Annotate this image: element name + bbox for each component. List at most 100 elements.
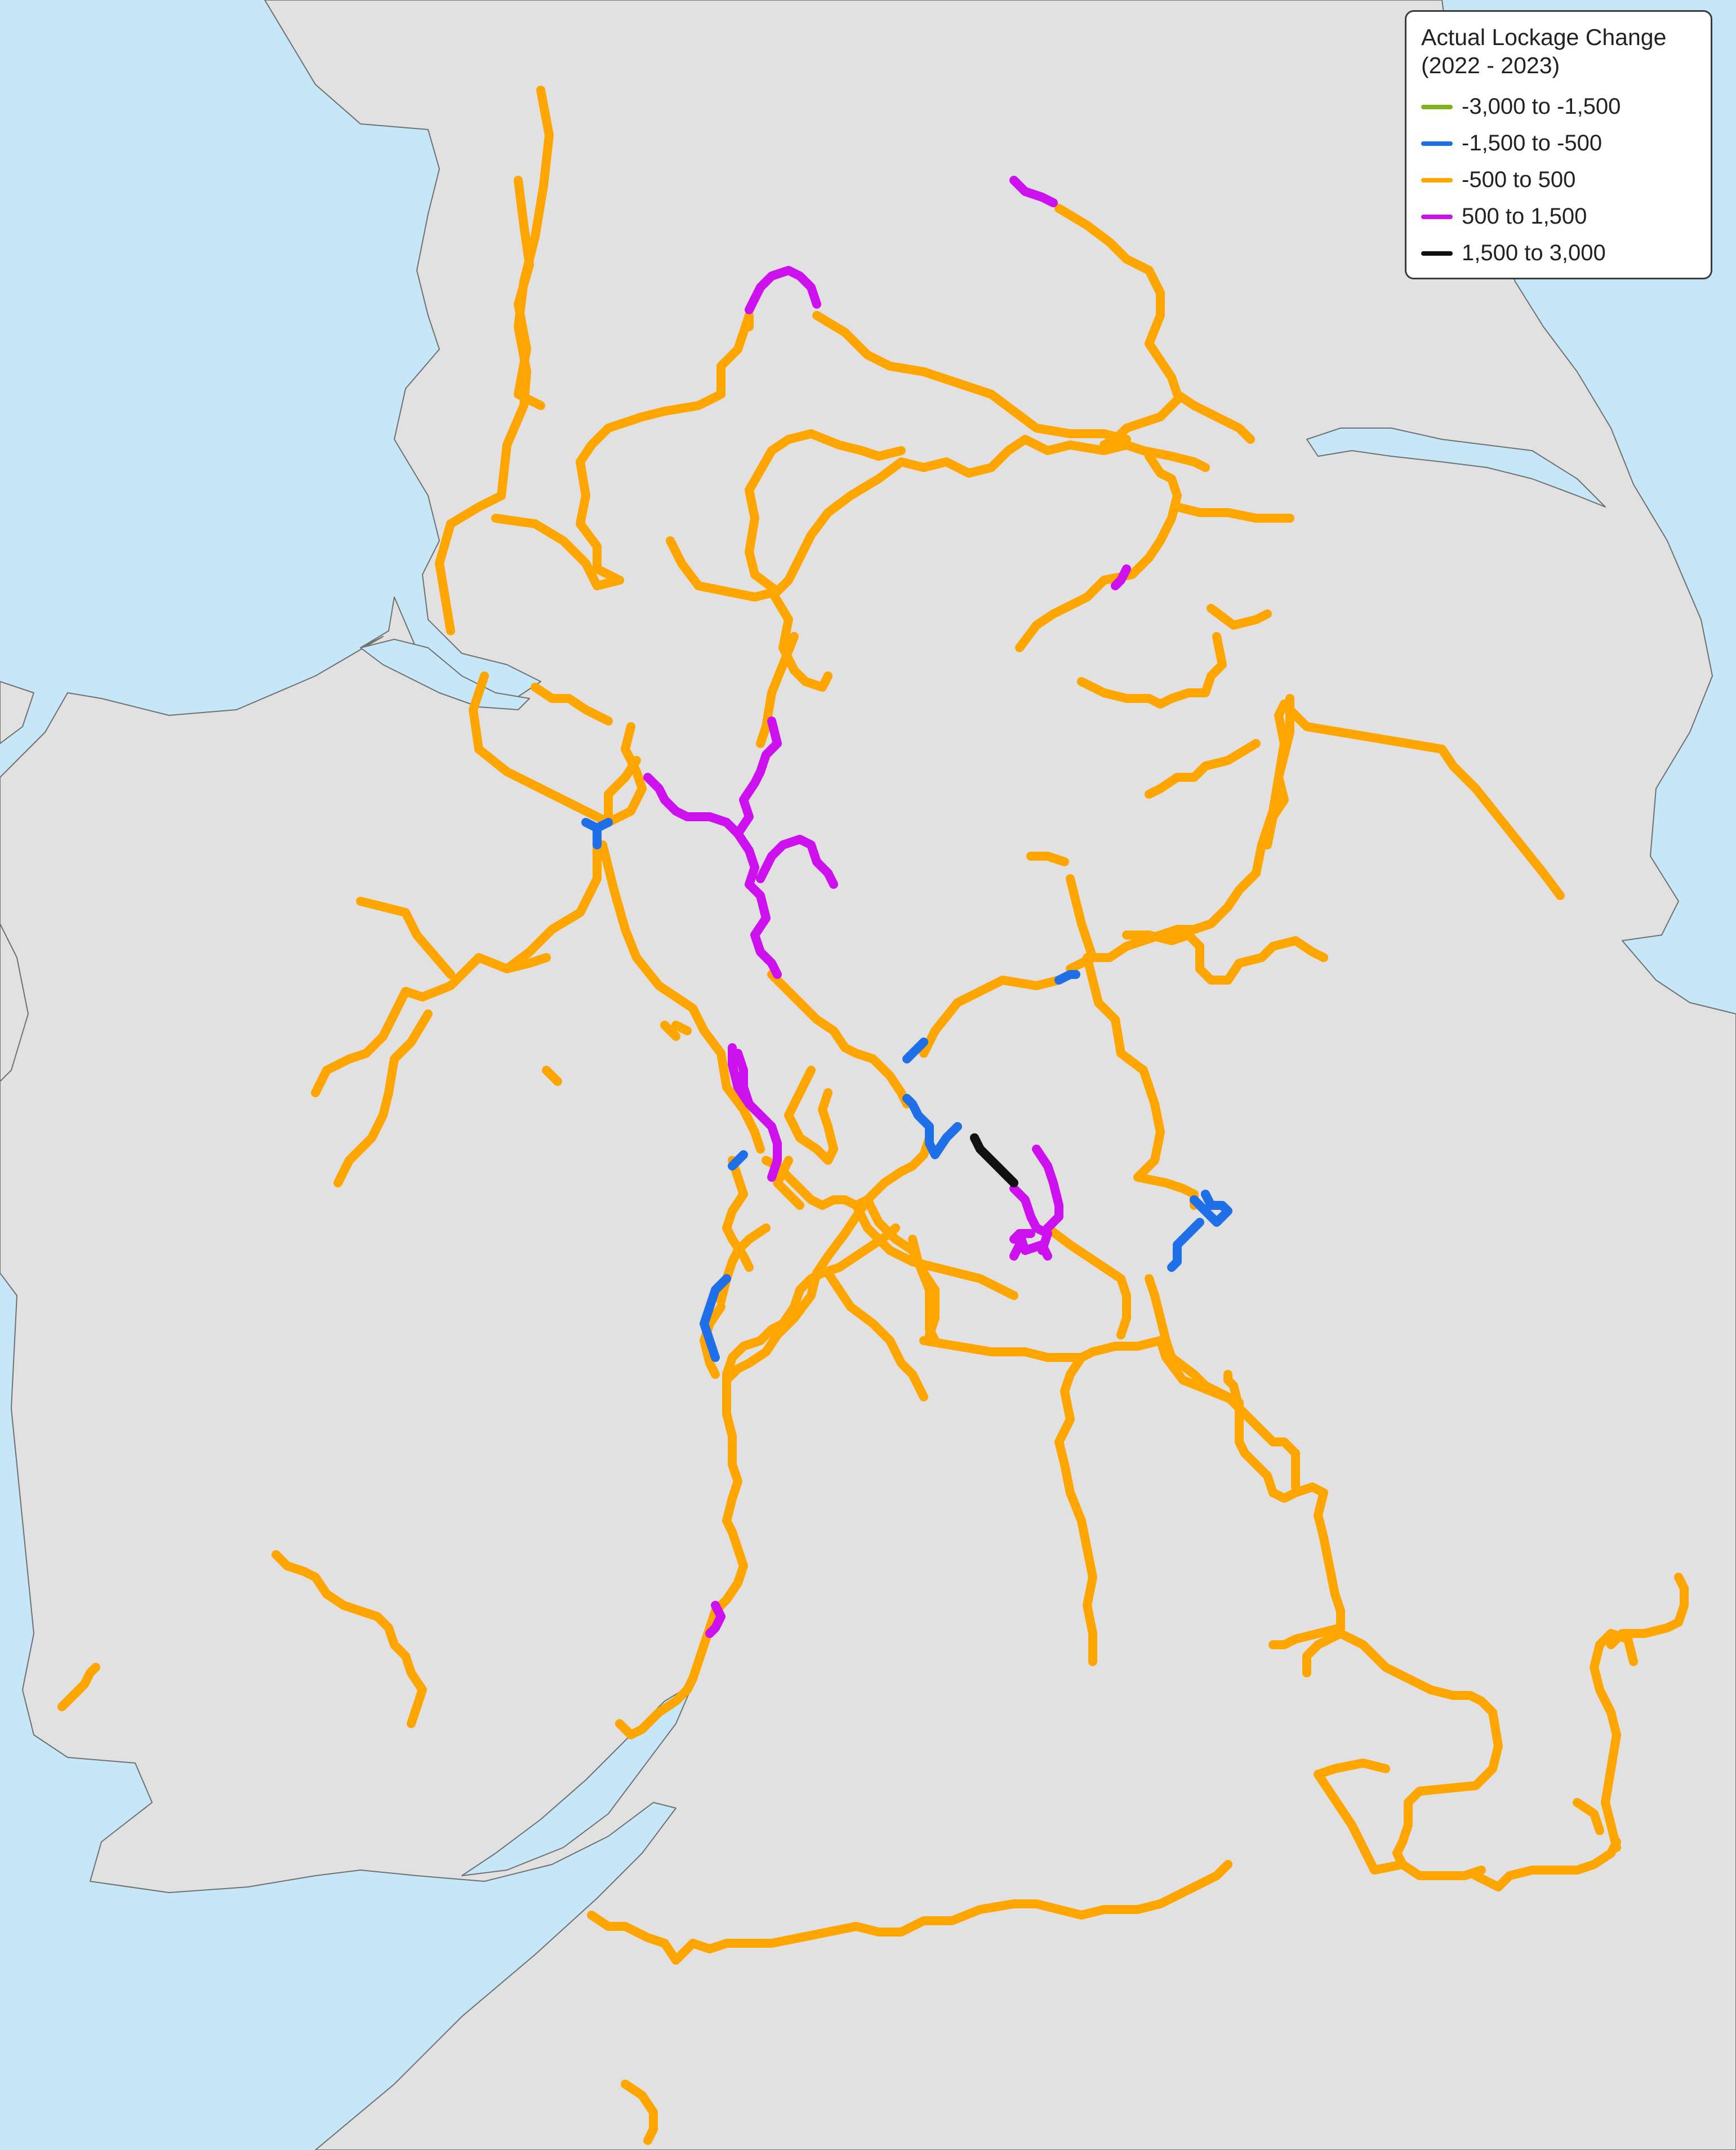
canal-segment-range-neg-1500-neg-500 <box>700 1274 731 1362</box>
legend-label: -500 to 500 <box>1462 167 1576 192</box>
canal-segment-range-neg-500-500 <box>1043 1223 1131 1339</box>
canal-segment-range-neg-1500-neg-500 <box>902 1038 928 1063</box>
canal-segment-range-neg-500-500 <box>1336 1629 1503 1880</box>
canal-segment-range-neg-500-500 <box>660 1021 680 1041</box>
canal-segment-range-neg-500-500 <box>919 1336 1165 1362</box>
canal-network <box>57 86 1689 2145</box>
canal-segment-range-neg-500-500 <box>1145 452 1182 562</box>
canal-segment-range-neg-500-500 <box>531 683 613 725</box>
canal-segment-range-neg-500-500 <box>1606 1573 1689 1649</box>
canal-segment-range-neg-500-500 <box>784 1066 838 1165</box>
canal-segment-range-1500-3000 <box>970 1133 1018 1187</box>
legend-item-range-3: -500 to 500 <box>1421 162 1696 198</box>
legend-swatch-purple <box>1421 214 1453 219</box>
canal-segment-range-neg-500-500 <box>271 1550 427 1728</box>
canal-segment-range-neg-1500-neg-500 <box>902 1094 962 1159</box>
canal-segment-range-500-1500 <box>733 716 782 838</box>
canal-segment-range-neg-500-500 <box>700 1302 725 1379</box>
canal-segment-range-neg-500-500 <box>576 311 754 585</box>
canal-segment-range-neg-500-500 <box>621 2080 658 2145</box>
legend-item-range-4: 500 to 1,500 <box>1421 198 1696 235</box>
legend-item-range-1: -3,000 to -1,500 <box>1421 88 1696 125</box>
legend-swatch-green <box>1421 104 1453 109</box>
canal-segment-range-500-1500 <box>1032 1145 1063 1232</box>
canal-segment-range-500-1500 <box>756 835 838 889</box>
canal-segment-range-neg-500-500 <box>542 1066 562 1086</box>
canal-segment-range-neg-500-500 <box>1471 1837 1621 1891</box>
canal-segment-range-neg-500-500 <box>1280 700 1565 900</box>
canal-segment-range-500-1500 <box>1009 176 1058 207</box>
legend-label: 1,500 to 3,000 <box>1462 241 1606 265</box>
canal-segment-range-neg-500-500 <box>469 671 641 827</box>
canal-segment-range-500-1500 <box>733 1049 754 1109</box>
canal-segment-range-neg-500-500 <box>767 970 911 1109</box>
canal-segment-range-neg-500-500 <box>745 429 906 596</box>
canal-segment-range-neg-500-500 <box>919 976 1063 1058</box>
canal-segment-range-neg-500-500 <box>756 632 799 748</box>
canal-segment-range-neg-500-500 <box>491 514 624 590</box>
canal-segment-range-neg-500-500 <box>773 1156 804 1210</box>
canal-segment-range-neg-500-500 <box>311 840 602 1097</box>
canal-segment-range-neg-500-500 <box>1066 874 1097 962</box>
canal-segment-range-neg-500-500 <box>1145 739 1261 799</box>
canal-segment-range-neg-500-500 <box>722 1223 900 1379</box>
canal-segment-range-500-1500 <box>705 1601 725 1638</box>
canal-segment-range-neg-500-500 <box>1156 1336 1345 1632</box>
legend-label: -3,000 to -1,500 <box>1462 94 1621 119</box>
canal-segment-range-neg-500-500 <box>1590 1629 1638 1852</box>
canal-segment-range-neg-500-500 <box>1314 1759 1407 1875</box>
canal-segment-range-neg-500-500 <box>1083 953 1199 1210</box>
canal-segment-range-neg-500-500 <box>767 587 833 692</box>
canal-segment-range-500-1500 <box>1009 1184 1052 1255</box>
legend-title: Actual Lockage Change (2022 - 2023) <box>1421 23 1696 79</box>
canal-segment-range-500-1500 <box>1111 564 1131 590</box>
canal-segment-range-neg-500-500 <box>1173 502 1294 523</box>
canal-segment-range-neg-500-500 <box>1026 852 1069 866</box>
canal-segment-range-neg-1500-neg-500 <box>1167 1218 1204 1272</box>
legend-swatch-black <box>1421 251 1453 256</box>
canal-segment-range-neg-500-500 <box>722 1156 754 1272</box>
canal-segment-range-neg-500-500 <box>435 86 554 635</box>
canal-segment-range-neg-500-500 <box>333 1009 433 1187</box>
canal-segment-range-neg-500-500 <box>1015 553 1154 652</box>
canal-segment-range-neg-500-500 <box>1054 204 1255 444</box>
legend-item-range-2: -1,500 to -500 <box>1421 125 1696 162</box>
humber-estuary <box>1306 428 1606 508</box>
canal-segment-range-neg-1500-neg-500 <box>728 1150 748 1170</box>
canal-segment-range-neg-500-500 <box>852 1201 1018 1300</box>
legend-label: 500 to 1,500 <box>1462 204 1587 229</box>
canal-segment-range-neg-500-500 <box>666 435 1131 602</box>
canal-segment-range-neg-500-500 <box>824 1268 928 1401</box>
legend-label: -1,500 to -500 <box>1462 131 1603 155</box>
canal-segment-range-neg-500-500 <box>1263 694 1294 849</box>
canal-segment-range-neg-500-500 <box>598 840 765 1154</box>
canal-segment-range-neg-500-500 <box>722 1195 872 1385</box>
canal-segment-range-neg-500-500 <box>1268 1623 1345 1649</box>
map-legend: Actual Lockage Change (2022 - 2023) -3,0… <box>1405 10 1712 279</box>
mersey-estuary <box>360 639 530 710</box>
land-west-peninsula <box>0 681 34 744</box>
canal-segment-range-neg-500-500 <box>671 1021 692 1035</box>
legend-swatch-orange <box>1421 177 1453 182</box>
canal-segment-range-neg-500-500 <box>1122 931 1328 985</box>
canal-segment-range-neg-500-500 <box>514 176 545 410</box>
legend-item-range-5: 1,500 to 3,000 <box>1421 235 1696 271</box>
legend-swatch-blue <box>1421 141 1453 146</box>
canal-segment-range-neg-1500-neg-500 <box>1190 1190 1232 1227</box>
canal-segment-range-neg-500-500 <box>863 1133 934 1204</box>
canal-segment-range-neg-500-500 <box>615 1370 748 1739</box>
canal-segment-range-500-1500 <box>728 1043 782 1182</box>
canal-segment-range-neg-500-500 <box>604 722 647 827</box>
canal-segment-range-neg-500-500 <box>908 1235 940 1345</box>
canal-segment-range-neg-500-500 <box>502 953 551 973</box>
canal-segment-range-500-1500 <box>745 266 821 314</box>
canal-segment-range-neg-500-500 <box>1573 1798 1604 1835</box>
canal-segment-range-neg-500-500 <box>1054 1353 1097 1666</box>
land-west-edge <box>0 923 29 1082</box>
canal-segment-range-neg-500-500 <box>1077 632 1227 709</box>
canal-segment-range-500-1500 <box>643 773 782 979</box>
canal-segment-range-neg-500-500 <box>1302 1629 1345 1677</box>
canal-segment-range-neg-500-500 <box>356 897 455 979</box>
canal-segment-range-neg-500-500 <box>1223 1370 1300 1492</box>
